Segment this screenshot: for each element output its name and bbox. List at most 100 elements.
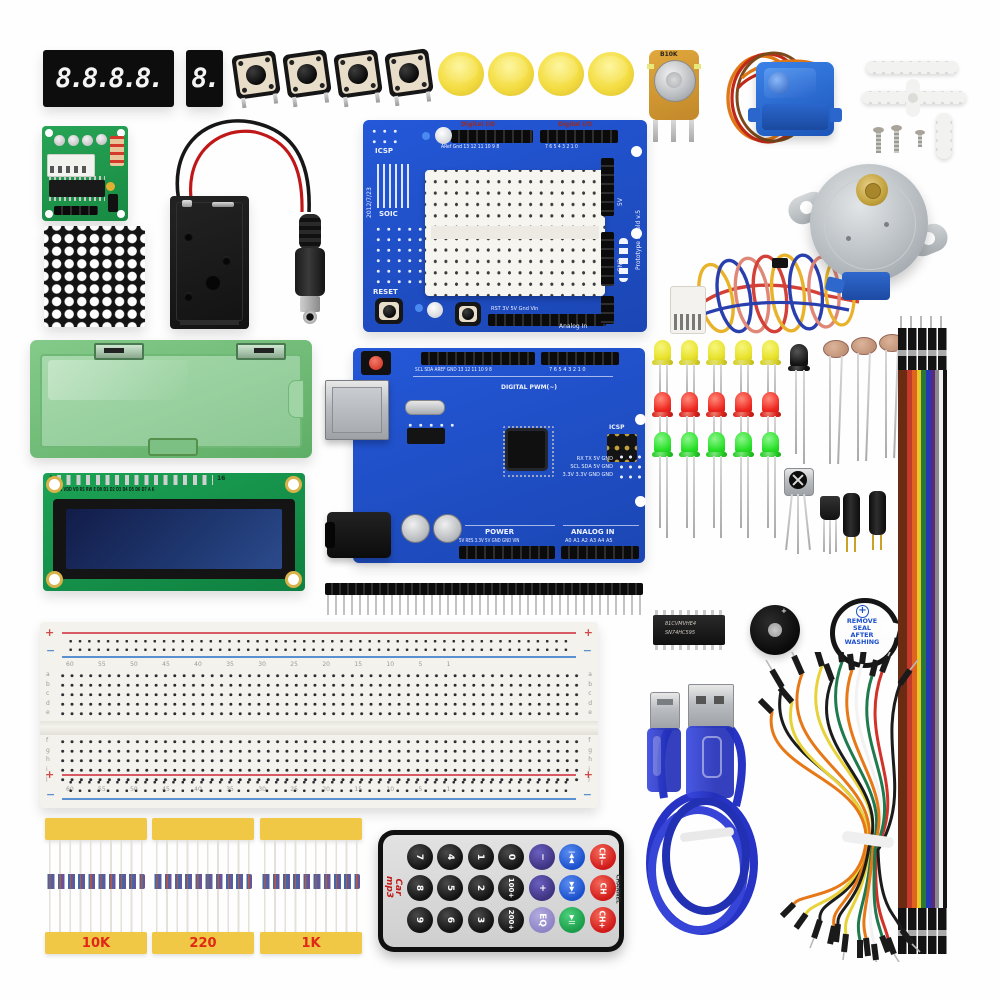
shield-led-power (435, 127, 452, 144)
seven-segment-1digit-value: 8. (191, 63, 220, 94)
buzzer-plus: + (781, 607, 787, 615)
remote-button-9: 9 (406, 906, 433, 933)
bb-minus-bottomleft: − (46, 788, 56, 801)
uno-capacitor (401, 514, 430, 543)
usb-b-plug (647, 692, 681, 792)
lcd-pin16: 16 (217, 475, 226, 482)
bb-plus-topleft: + (45, 626, 55, 639)
remote-brand: Car mp3 (384, 875, 403, 899)
lcd-bezel (53, 499, 295, 579)
led-red (733, 392, 754, 417)
yellow-button-cap (438, 52, 484, 96)
ic-marking-line1: 81CVMVHE4 (665, 621, 697, 627)
bb-plus-bottomleft: + (45, 768, 55, 781)
remote-button-ch-plus: CH+ (589, 906, 616, 933)
led-green (760, 432, 781, 457)
servo-horn-single (936, 113, 952, 159)
ir-led (788, 344, 810, 468)
dc-barrel-jack (294, 214, 326, 324)
battery-wires (175, 119, 311, 213)
uno-barrel-jack (325, 512, 391, 558)
led-red (706, 392, 727, 417)
uno-usb-chip (407, 428, 445, 444)
shield-header-digital-right (540, 130, 618, 143)
led-green (733, 432, 754, 457)
bb-letters-right-top: a b c d e (588, 671, 592, 716)
led-green (706, 432, 727, 457)
driver-led (68, 135, 79, 146)
ir-remote: Car mp3 7 4 1 0 − |◀◀ CH− 8 5 2 100+ + ▶… (378, 830, 624, 952)
mini-breadboard (425, 170, 605, 296)
remote-button-3: 3 (467, 906, 494, 933)
shield-led2 (415, 304, 423, 312)
box-latch (148, 438, 198, 456)
bb-minus-topleft: − (46, 644, 56, 657)
driver-jumper (108, 194, 118, 212)
shield-pin-numbers: ARef Gnd 13 12 11 10 9 8 (441, 144, 500, 150)
remote-button-ch-minus: CH− (589, 843, 616, 870)
shield-analog-label: Analog In (559, 323, 588, 330)
remote-button-0: 0 (498, 843, 524, 870)
servo-screw (894, 129, 899, 153)
shield-bottom-pin-labels: RST 3V 5V Gnd Vin (491, 306, 539, 312)
uno-mcu-chip (508, 431, 545, 468)
led-assortment (648, 336, 788, 546)
tactile-button (282, 49, 332, 108)
lcd-screen (66, 509, 282, 569)
uno-capacitor (433, 514, 462, 543)
uno-header-analog (561, 546, 639, 559)
prototype-shield: Digital I/O Digital I/O ARef Gnd 13 12 1… (363, 120, 647, 332)
uno-analog-pins: A0 A1 A2 A3 A4 A5 (565, 538, 613, 544)
led-yellow (706, 340, 727, 365)
uno-comm-row2: SCL SDA 5V GND (570, 464, 613, 470)
arduino-uno: SCL SDA AREF GND 13 12 11 10 9 8 7 6 5 4… (325, 348, 646, 563)
uno-crystal (405, 400, 445, 415)
remote-button-200: 200+ (498, 906, 524, 933)
led-red (760, 392, 781, 417)
led-green (679, 432, 700, 457)
shield-led1 (422, 132, 430, 140)
remote-button-8: 8 (406, 875, 433, 901)
stepper-connector (670, 286, 706, 334)
yellow-button-cap (538, 52, 584, 96)
remote-button-plus: + (528, 875, 555, 901)
servo-horn-straight (866, 61, 958, 74)
transistor (818, 496, 842, 554)
bb-letters-left-top: a b c d e (46, 671, 50, 716)
shield-header-digital-left (451, 130, 533, 143)
uno-mount-hole (635, 414, 646, 425)
bb-minus-bottomright: − (582, 788, 592, 801)
shield-side-label: Prototype Shield v.5 (635, 209, 642, 270)
battery-contact (182, 200, 192, 207)
uno-usb-port (325, 380, 389, 440)
shield-mount-hole (631, 228, 642, 239)
buzzer: + (750, 605, 800, 655)
rainbow-ribbon-cable (898, 316, 948, 956)
led-yellow (760, 340, 781, 365)
usb-a-plug (686, 684, 734, 798)
remote-buttons: 7 4 1 0 − |◀◀ CH− 8 5 2 100+ + ▶▶| CH 9 … (404, 841, 618, 936)
shield-digital-label-right: Digital I/O (558, 121, 592, 128)
driver-led (82, 135, 93, 146)
shield-header-bottom (488, 314, 606, 326)
lcd-display: 1 16 VSS VDD VO RS RW E D0 D1 D2 D3 D4 D… (43, 473, 305, 591)
seven-segment-1digit: 8. (186, 50, 223, 107)
shield-header-5v (601, 158, 614, 216)
led-green (652, 432, 673, 457)
servo-screw (918, 133, 922, 147)
lcd-pin-labels: VSS VDD VO RS RW E D0 D1 D2 D3 D4 D5 D6 … (55, 487, 155, 493)
remote-button-ch: CH (589, 875, 616, 901)
led-red (652, 392, 673, 417)
uno-digital-label: DIGITAL PWM(~) (501, 384, 558, 391)
battery-contact (212, 202, 234, 207)
remote-button-minus: − (528, 843, 555, 870)
shield-header-analog (601, 296, 614, 324)
remote-button-eq: EQ (528, 906, 555, 933)
potentiometer-knob (654, 60, 696, 102)
uno-header-power (459, 546, 555, 559)
driver-led (54, 135, 65, 146)
remote-button-2: 2 (467, 875, 494, 901)
shift-register-ic: 81CVMVHE4 SN74HC595 (653, 610, 725, 652)
stepper-base (842, 272, 890, 300)
servo-motor (722, 48, 847, 148)
